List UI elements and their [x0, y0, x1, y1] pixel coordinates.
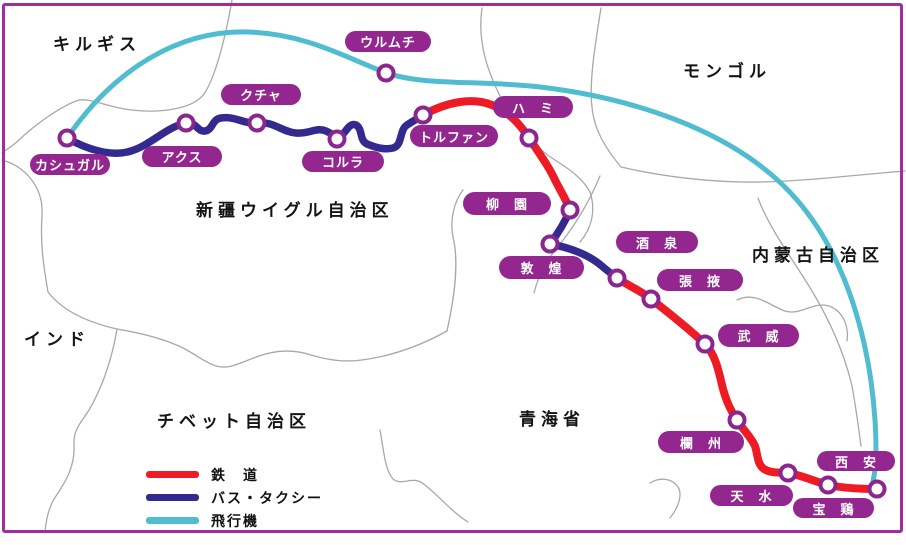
legend-row-airplane: 飛行機 [146, 509, 323, 532]
legend: 鉄 道バス・タクシー飛行機 [146, 463, 323, 532]
legend-swatch-airplane [146, 517, 199, 524]
legend-label-airplane: 飛行機 [211, 512, 259, 529]
railway-route-line-jiuquan-xian [613, 274, 881, 493]
city-badge-lanzhou: 欄 州 [658, 431, 744, 453]
bus-route-line-kashgar-turfan [63, 111, 427, 157]
station-marker-aksu [176, 113, 196, 133]
province-borders [1, 0, 906, 533]
city-badge-dunhuang: 敦 煌 [499, 256, 584, 279]
station-marker-urumqi [376, 63, 396, 83]
flight-route-line [64, 29, 879, 488]
city-badge-hami: ハ ミ [493, 96, 573, 118]
border-xinjiang-east [480, 7, 594, 243]
legend-label-bus-taxi: バス・タクシー [211, 489, 323, 506]
city-badge-kucha: クチャ [221, 84, 301, 105]
city-badge-turfan: トルファン [410, 125, 498, 147]
station-marker-turfan [413, 105, 433, 125]
station-marker-xian [867, 479, 887, 499]
city-badge-kashgar: カシュガル [30, 154, 110, 175]
legend-swatch-railway [146, 471, 199, 478]
legend-label-railway: 鉄 道 [211, 466, 259, 483]
station-marker-tianshui [778, 463, 798, 483]
city-badge-aksu: アクス [142, 146, 222, 167]
city-badge-wuwei: 武 威 [718, 324, 799, 347]
border-gansu-wiggle [736, 296, 849, 342]
station-marker-baoji [818, 475, 838, 495]
border-qinghai-southeast [649, 478, 681, 519]
city-badge-tianshui: 天 水 [710, 485, 793, 506]
city-badge-zhangye: 張 掖 [657, 269, 743, 291]
region-label-tibet: チベット自治区 [157, 412, 311, 431]
station-marker-jiuquan [607, 268, 627, 288]
region-label-inner-mongolia: 内蒙古自治区 [752, 246, 884, 265]
border-xinjiang-south [1, 159, 448, 368]
station-marker-hami [519, 128, 539, 148]
border-inner-mongolia-south [757, 197, 862, 447]
region-label-kyrgyz: キルギス [53, 35, 141, 54]
legend-row-railway: 鉄 道 [146, 463, 323, 486]
station-marker-lanzhou [727, 410, 747, 430]
border-kyrgyz [1, 0, 233, 154]
legend-row-bus-taxi: バス・タクシー [146, 486, 323, 509]
station-marker-kashgar [57, 128, 77, 148]
city-badge-urumqi: ウルムチ [345, 31, 431, 52]
city-badge-baoji: 宝 鶏 [793, 498, 874, 518]
border-xinjiang-qinghai [446, 189, 464, 332]
border-mongolia [590, 7, 906, 183]
station-marker-dunhuang [540, 234, 560, 254]
station-marker-zhangye [641, 289, 661, 309]
city-badge-jiuquan: 酒 泉 [616, 231, 698, 253]
region-label-xinjiang: 新疆ウイグル自治区 [196, 201, 394, 220]
station-marker-kucha [247, 113, 267, 133]
station-marker-korla [327, 129, 347, 149]
city-badge-korla: コルラ [302, 151, 384, 172]
border-india-east [44, 328, 118, 533]
region-label-india: インド [24, 330, 90, 349]
region-label-qinghai: 青海省 [519, 410, 585, 429]
station-marker-liuyuan [560, 200, 580, 220]
city-badge-liuyuan: 柳 園 [463, 192, 551, 215]
city-badge-xian: 西 安 [817, 451, 895, 471]
legend-swatch-bus-taxi [146, 494, 199, 501]
region-label-mongolia: モンゴル [683, 62, 771, 81]
station-marker-wuwei [695, 334, 715, 354]
border-qinghai-south [379, 429, 469, 523]
